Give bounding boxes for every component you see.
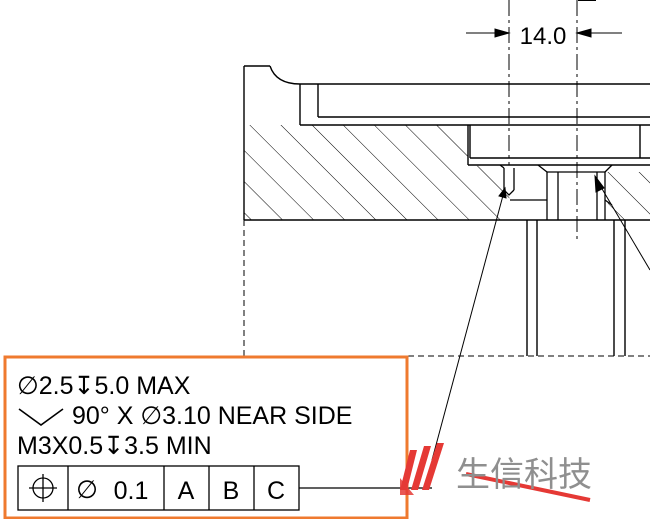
fcf-tolerance-value: 0.1 bbox=[114, 477, 149, 505]
hidden-lines bbox=[243, 220, 650, 357]
watermark-logo-icon bbox=[400, 443, 591, 502]
section-hatch-area-right bbox=[600, 172, 650, 220]
highlight-box bbox=[3, 355, 409, 519]
hole-depth: 5.0 MAX bbox=[94, 372, 191, 400]
countersink-icon bbox=[18, 408, 64, 427]
diameter-icon: ∅ bbox=[17, 372, 39, 400]
fcf-datum-b: B bbox=[223, 477, 240, 505]
watermark-text: 生信科技 bbox=[456, 455, 592, 495]
thread-spec: M3X0.5 bbox=[17, 432, 104, 460]
depth-icon: ↧ bbox=[73, 372, 95, 400]
center-lines bbox=[508, 0, 578, 240]
note-line-1: ∅2.5↧5.0 MAX bbox=[17, 372, 190, 400]
note-line-2: 90° X ∅3.10 NEAR SIDE bbox=[17, 402, 352, 430]
fcf-datum-c: C bbox=[267, 477, 285, 505]
hole-diameter: 2.5 bbox=[38, 372, 74, 400]
position-icon bbox=[29, 474, 57, 502]
countersink-spec: 90° X ∅3.10 NEAR SIDE bbox=[71, 402, 353, 430]
fcf-diameter-symbol: ∅ bbox=[76, 476, 98, 504]
pin-hole bbox=[499, 164, 515, 196]
feature-control-frame bbox=[17, 465, 432, 511]
note-line-3: M3X0.5↧3.5 MIN bbox=[17, 432, 212, 460]
part-outline bbox=[243, 65, 650, 356]
dimension-value: 14.0 bbox=[520, 23, 567, 50]
threaded-hole bbox=[510, 164, 613, 220]
dimension-14 bbox=[466, 0, 622, 38]
depth-icon: ↧ bbox=[103, 432, 125, 460]
fcf-datum-a: A bbox=[178, 477, 195, 505]
leader-lines bbox=[431, 174, 650, 461]
thread-depth: 3.5 MIN bbox=[124, 432, 212, 460]
section-hatch-area bbox=[244, 125, 513, 220]
